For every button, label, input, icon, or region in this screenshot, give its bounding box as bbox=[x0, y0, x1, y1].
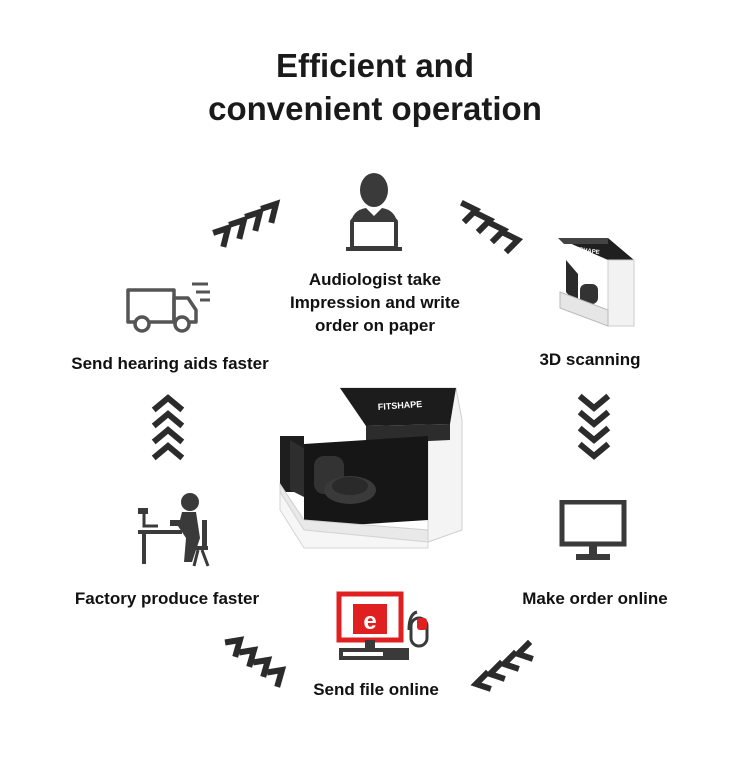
device-brand-text: FITSHAPE bbox=[377, 399, 422, 412]
title-line-1: Efficient and bbox=[275, 47, 475, 84]
worker-desk-icon bbox=[130, 490, 220, 570]
step-label-make-order: Make order online bbox=[522, 589, 668, 608]
flow-arrow-bottom-left bbox=[222, 634, 296, 690]
flow-arrow-right bbox=[576, 392, 612, 468]
fitshape-scanner-device: FITSHAPE bbox=[270, 380, 470, 550]
step-label-factory: Factory produce faster bbox=[74, 589, 260, 608]
step-label-audiologist: Audiologist take Impression and write or… bbox=[270, 268, 480, 337]
label-line: order on paper bbox=[315, 316, 435, 335]
label-line: Impression and write bbox=[289, 293, 461, 312]
scanner-icon: FITSHAPE bbox=[548, 230, 644, 334]
delivery-truck-icon bbox=[122, 278, 212, 336]
monitor-icon bbox=[558, 500, 628, 564]
flow-arrow-top-right bbox=[458, 196, 530, 256]
svg-text:e: e bbox=[363, 608, 376, 635]
label-line: Audiologist take bbox=[308, 270, 442, 289]
person-laptop-icon bbox=[340, 170, 408, 254]
step-label-3d-scanning: 3D scanning bbox=[539, 350, 641, 369]
svg-text:FITSHAPE: FITSHAPE bbox=[570, 246, 600, 256]
computer-e-icon: e bbox=[333, 590, 433, 668]
flow-arrow-bottom-right bbox=[462, 636, 536, 692]
page-title: Efficient and convenient operation bbox=[0, 44, 750, 130]
step-label-send-file: Send file online bbox=[313, 680, 439, 699]
flow-arrow-top-left bbox=[210, 198, 284, 250]
flow-arrow-left bbox=[150, 392, 186, 468]
step-label-send-hearing-aids: Send hearing aids faster bbox=[71, 354, 269, 373]
title-line-2: convenient operation bbox=[208, 90, 542, 127]
